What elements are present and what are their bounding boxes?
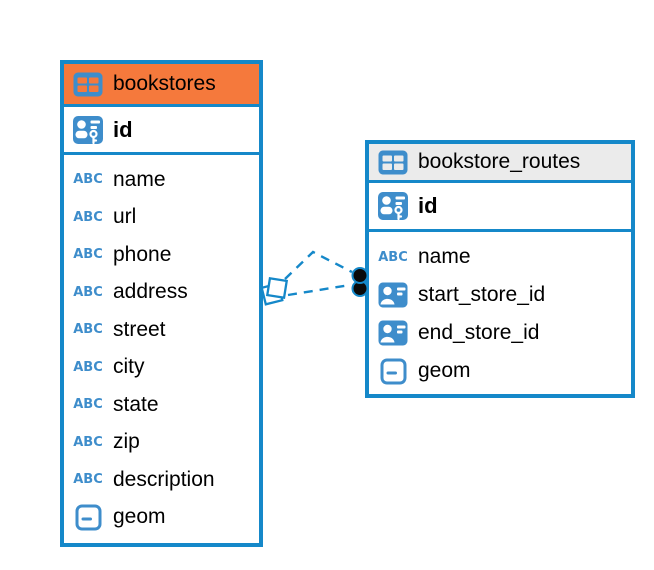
primary-key-name: id (418, 193, 438, 218)
connector-line-upper (284, 250, 353, 280)
primary-key-row[interactable]: id (369, 183, 631, 232)
field-name: description (113, 467, 215, 491)
field-row-address[interactable]: ABC address (64, 274, 259, 312)
field-row-url[interactable]: ABC url (64, 199, 259, 237)
field-row-zip[interactable]: ABC zip (64, 424, 259, 462)
field-name: name (113, 167, 166, 191)
primary-key-icon (377, 190, 409, 222)
table-title: bookstores (113, 72, 216, 95)
field-name: start_store_id (418, 283, 546, 306)
field-name: url (113, 205, 137, 229)
field-list: ABC name start_store_id end_store_id geom (369, 232, 631, 397)
field-name: address (113, 280, 188, 304)
field-row-state[interactable]: ABC state (64, 386, 259, 424)
text-icon: ABC (73, 209, 103, 225)
text-icon: ABC (73, 322, 103, 338)
connector-diamond-front (265, 276, 289, 300)
field-row-geom[interactable]: geom (369, 352, 631, 390)
field-name: street (113, 317, 166, 341)
table-icon (377, 150, 409, 175)
field-row-street[interactable]: ABC street (64, 311, 259, 349)
geometry-icon (72, 504, 104, 531)
primary-key-icon (72, 114, 104, 146)
relationship-line[interactable] (260, 250, 369, 306)
field-name: geom (113, 505, 166, 529)
text-icon: ABC (378, 249, 408, 265)
text-icon: ABC (73, 172, 103, 188)
primary-key-row[interactable]: id (64, 107, 259, 155)
text-icon: ABC (73, 397, 103, 413)
field-name: name (418, 245, 471, 268)
geometry-icon (377, 358, 409, 385)
id-card-icon (377, 320, 409, 346)
field-row-name[interactable]: ABC name (369, 238, 631, 276)
field-row-description[interactable]: ABC description (64, 461, 259, 499)
table-icon (72, 72, 104, 97)
table-bookstore-routes[interactable]: bookstore_routes id ABC name start_store_… (365, 140, 635, 398)
id-card-icon (377, 282, 409, 308)
table-header[interactable]: bookstores (64, 64, 259, 107)
text-icon: ABC (73, 472, 103, 488)
text-icon: ABC (73, 247, 103, 263)
field-name: end_store_id (418, 321, 540, 344)
table-title: bookstore_routes (418, 150, 581, 173)
field-row-name[interactable]: ABC name (64, 161, 259, 199)
text-icon: ABC (73, 434, 103, 450)
text-icon: ABC (73, 284, 103, 300)
field-name: geom (418, 359, 471, 382)
connector-line-lower (287, 283, 351, 297)
table-header[interactable]: bookstore_routes (369, 144, 631, 183)
field-row-city[interactable]: ABC city (64, 349, 259, 387)
field-row-start_store_id[interactable]: start_store_id (369, 276, 631, 314)
field-name: city (113, 355, 145, 379)
field-row-phone[interactable]: ABC phone (64, 236, 259, 274)
field-name: phone (113, 242, 172, 266)
primary-key-name: id (113, 116, 133, 142)
connector-diamond-back (260, 282, 284, 306)
field-name: state (113, 392, 159, 416)
field-row-end_store_id[interactable]: end_store_id (369, 314, 631, 352)
field-row-geom[interactable]: geom (64, 499, 259, 537)
field-name: zip (113, 430, 140, 454)
text-icon: ABC (73, 359, 103, 375)
